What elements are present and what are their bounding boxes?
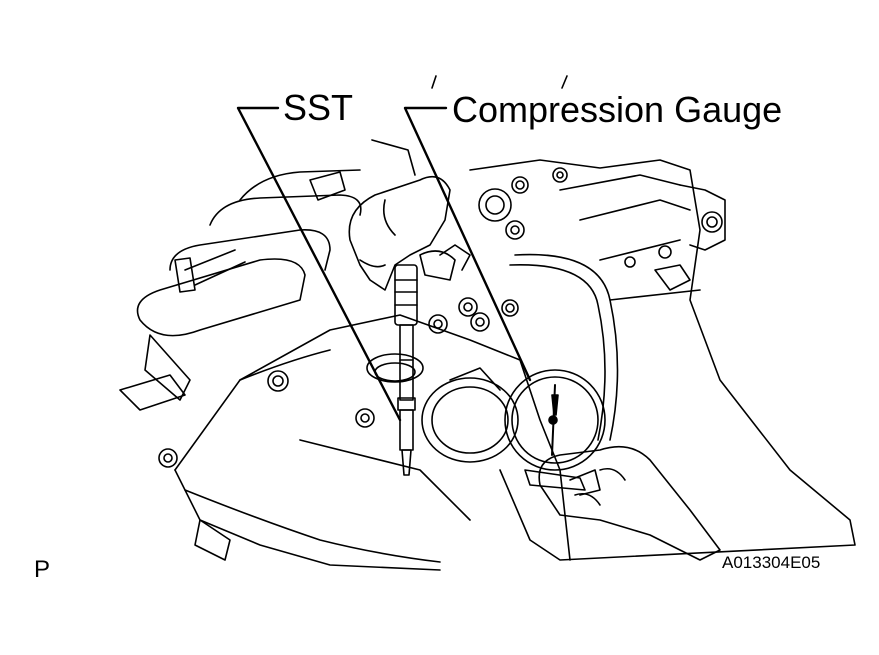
tick-mark [561, 75, 568, 89]
compression-gauge-label: Compression Gauge [452, 89, 783, 130]
intake-manifold [119, 169, 362, 561]
hand-upper [348, 139, 471, 291]
filler-cap [421, 367, 519, 463]
sst-tool [394, 264, 418, 476]
figure-code: A013304E05 [722, 553, 821, 572]
tick-mark [431, 75, 437, 89]
corner-mark: P [34, 556, 51, 583]
gauge-hose [509, 253, 619, 441]
gauge-leader-line [403, 106, 532, 382]
cylinder-head-cover [469, 159, 856, 561]
plug-hole-area [355, 297, 519, 428]
compression-gauge [504, 369, 606, 496]
sst-leader-line [236, 106, 402, 422]
sst-label: SST [283, 87, 354, 128]
engine-cover [174, 314, 571, 571]
hand-lower [538, 445, 721, 561]
